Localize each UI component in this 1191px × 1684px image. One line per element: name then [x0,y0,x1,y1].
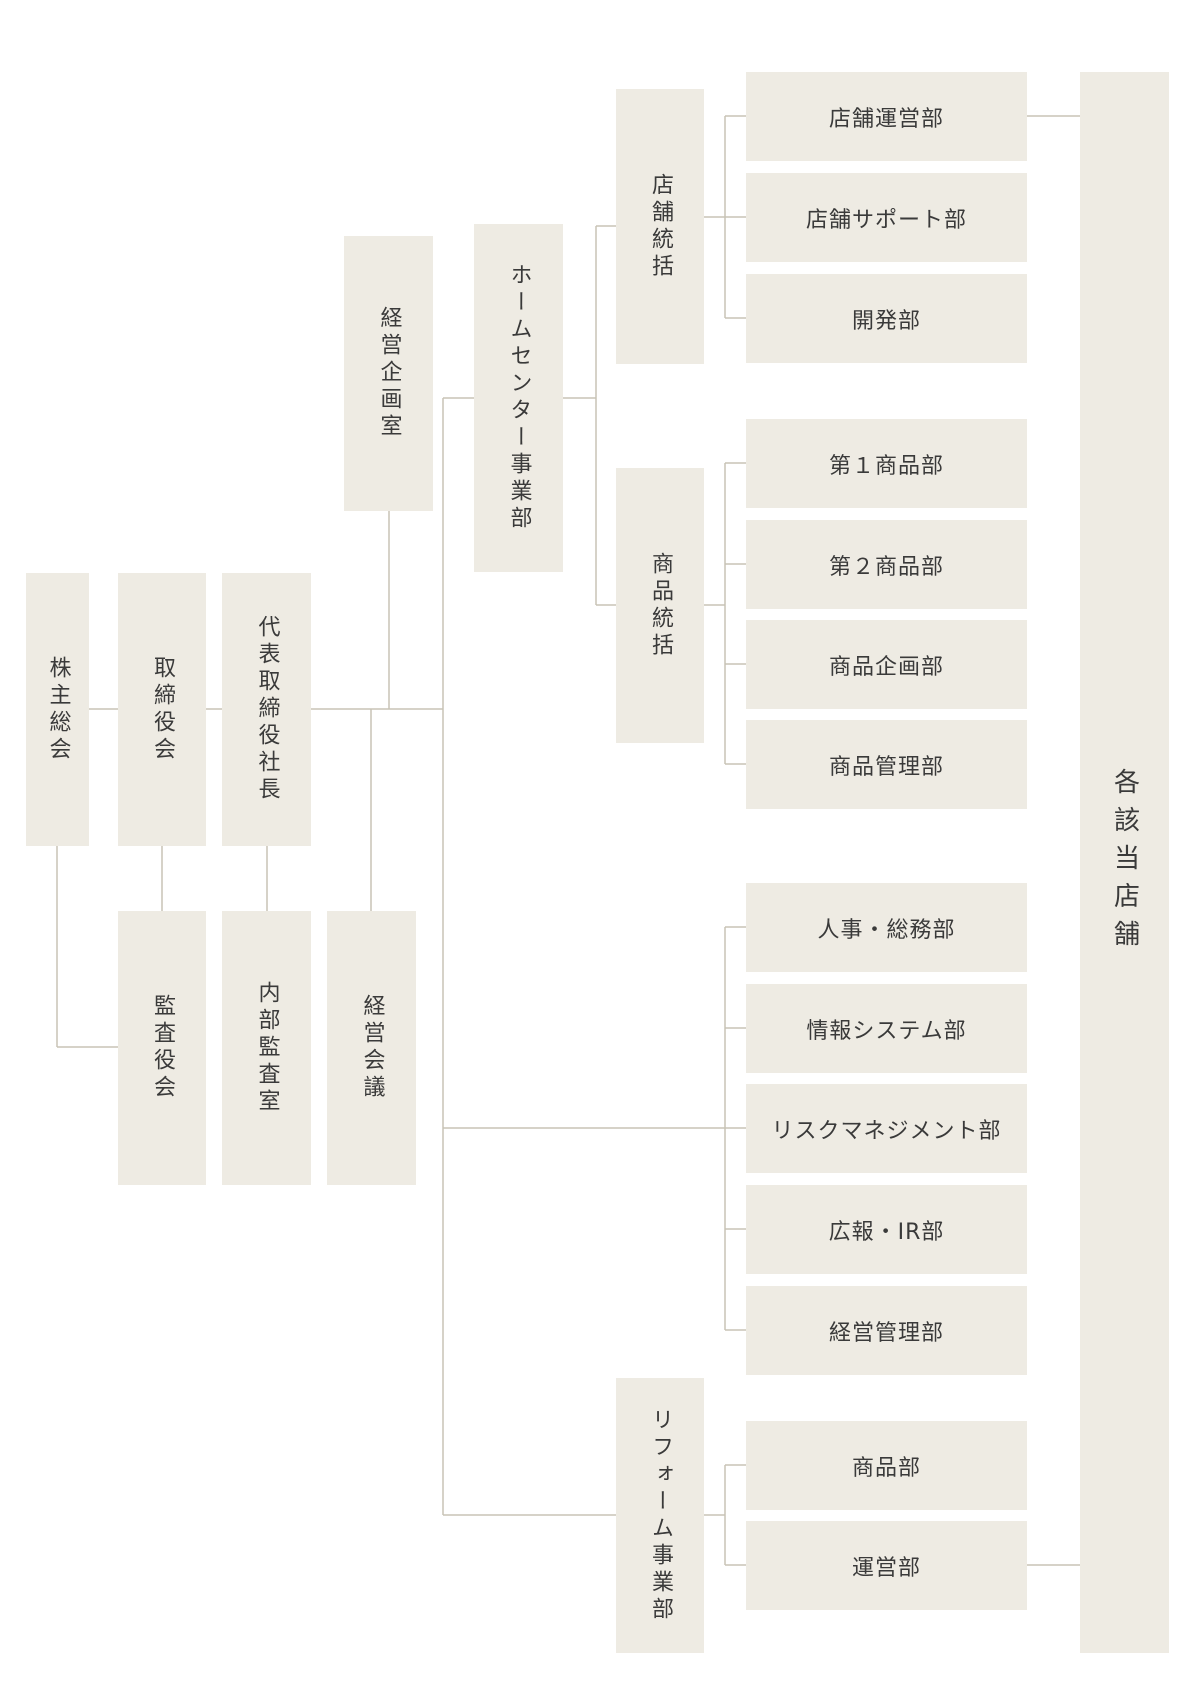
pr-ir-dept-label: 広報・IR部 [828,1219,945,1245]
shareholders-meeting-box: 株主総会 [26,573,89,846]
merchandise-control-label: 商品統括 [648,551,673,660]
information-systems-dept-label: 情報システム部 [806,1018,967,1044]
merchandise-1-dept-box: 第１商品部 [746,419,1027,508]
board-of-auditors-box: 監査役会 [118,911,206,1185]
development-dept-box: 開発部 [746,274,1027,363]
information-systems-dept-box: 情報システム部 [746,984,1027,1073]
merchandise-planning-dept-box: 商品企画部 [746,620,1027,709]
applicable-stores-label: 各該当店舗 [1109,767,1140,958]
pr-ir-dept-box: 広報・IR部 [746,1185,1027,1274]
reform-merchandise-dept-label: 商品部 [851,1455,921,1481]
reform-merchandise-dept-box: 商品部 [746,1421,1027,1510]
merchandise-1-dept-label: 第１商品部 [828,453,944,479]
store-operations-dept-label: 店舗運営部 [828,106,944,132]
store-support-dept-box: 店舗サポート部 [746,173,1027,262]
board-of-directors-box: 取締役会 [118,573,206,846]
management-admin-dept-box: 経営管理部 [746,1286,1027,1375]
reform-division-box: リフォーム事業部 [616,1378,704,1653]
board-of-auditors-label: 監査役会 [150,994,175,1102]
home-center-division-box: ホームセンター事業部 [474,224,563,572]
merchandise-management-dept-label: 商品管理部 [828,754,944,780]
internal-audit-box: 内部監査室 [222,911,311,1185]
internal-audit-label: 内部監査室 [254,980,280,1116]
shareholders-meeting-label: 株主総会 [45,655,71,764]
merchandise-2-dept-box: 第２商品部 [746,520,1027,609]
reform-division-label: リフォーム事業部 [648,1407,673,1624]
management-council-label: 経営会議 [359,994,385,1102]
store-control-label: 店舗統括 [648,172,673,281]
merchandise-planning-dept-label: 商品企画部 [828,654,944,680]
corporate-planning-label: 経営企画室 [376,306,402,441]
home-center-division-label: ホームセンター事業部 [506,263,532,533]
hr-general-affairs-dept-label: 人事・総務部 [817,917,956,943]
risk-management-dept-box: リスクマネジメント部 [746,1084,1027,1173]
merchandise-2-dept-label: 第２商品部 [828,554,944,580]
store-support-dept-label: 店舗サポート部 [805,207,967,233]
merchandise-control-box: 商品統括 [616,468,704,743]
store-control-box: 店舗統括 [616,89,704,364]
hr-general-affairs-dept-box: 人事・総務部 [746,883,1027,972]
board-of-directors-label: 取締役会 [150,655,175,764]
corporate-planning-box: 経営企画室 [344,236,433,511]
president-label: 代表取締役社長 [254,615,280,804]
reform-operations-dept-box: 運営部 [746,1521,1027,1610]
president-box: 代表取締役社長 [222,573,311,846]
applicable-stores-box: 各該当店舗 [1080,72,1169,1653]
management-council-box: 経営会議 [327,911,416,1185]
development-dept-label: 開発部 [851,308,921,334]
store-operations-dept-box: 店舗運営部 [746,72,1027,161]
management-admin-dept-label: 経営管理部 [828,1320,944,1346]
reform-operations-dept-label: 運営部 [851,1555,921,1581]
merchandise-management-dept-box: 商品管理部 [746,720,1027,809]
risk-management-dept-label: リスクマネジメント部 [771,1118,1002,1144]
